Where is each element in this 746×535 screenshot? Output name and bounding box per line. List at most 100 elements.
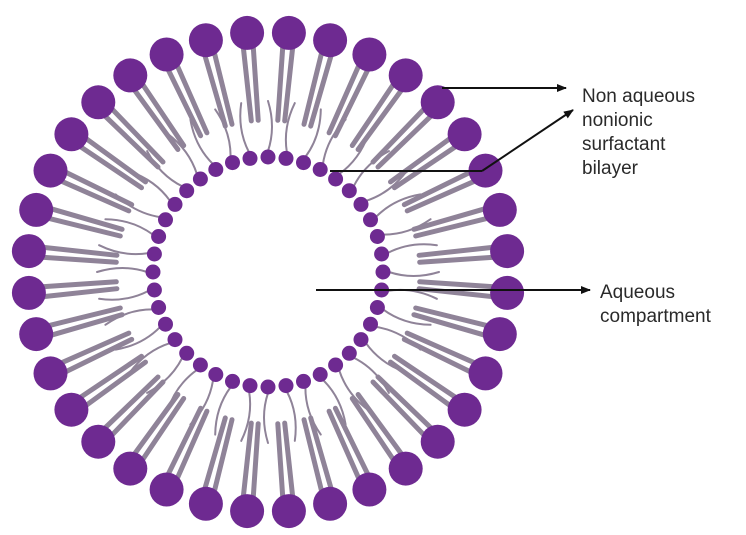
outer-tail bbox=[278, 44, 283, 120]
bilayer-label-line-1: Non aqueous bbox=[582, 85, 695, 109]
aqueous-label: Aqueous compartment bbox=[600, 281, 711, 329]
outer-head bbox=[189, 23, 223, 57]
inner-head bbox=[313, 367, 328, 382]
outer-head bbox=[189, 487, 223, 521]
aqueous-label-line-2: compartment bbox=[600, 305, 711, 329]
outer-head bbox=[150, 473, 184, 507]
outer-tail bbox=[420, 282, 496, 287]
inner-head bbox=[261, 380, 276, 395]
outer-tail bbox=[40, 282, 116, 287]
inner-head bbox=[342, 183, 357, 198]
outer-head bbox=[352, 473, 386, 507]
inner-head bbox=[296, 374, 311, 389]
outer-head bbox=[54, 117, 88, 151]
inner-head bbox=[328, 358, 343, 373]
inner-head bbox=[147, 247, 162, 262]
outer-head bbox=[19, 317, 53, 351]
outer-head bbox=[421, 85, 455, 119]
inner-tail bbox=[97, 268, 147, 272]
outer-head bbox=[483, 317, 517, 351]
inner-head bbox=[168, 197, 183, 212]
inner-head bbox=[279, 151, 294, 166]
inner-head bbox=[370, 229, 385, 244]
outer-head bbox=[389, 58, 423, 92]
inner-head bbox=[243, 151, 258, 166]
outer-head bbox=[421, 425, 455, 459]
outer-head bbox=[81, 85, 115, 119]
outer-tail bbox=[41, 289, 117, 297]
inner-tail bbox=[264, 393, 268, 443]
outer-tail bbox=[40, 257, 116, 262]
bilayer-label-line-2: nonionic bbox=[582, 109, 695, 133]
outer-head bbox=[352, 38, 386, 72]
inner-head bbox=[158, 317, 173, 332]
inner-head bbox=[179, 346, 194, 361]
inner-head bbox=[146, 265, 161, 280]
inner-head bbox=[151, 300, 166, 315]
inner-leaflet-heads bbox=[146, 150, 391, 395]
inner-head bbox=[354, 332, 369, 347]
inner-head bbox=[147, 283, 162, 298]
inner-head bbox=[208, 367, 223, 382]
inner-head bbox=[363, 317, 378, 332]
inner-tail bbox=[389, 272, 439, 276]
inner-head bbox=[225, 155, 240, 170]
inner-tail bbox=[354, 358, 389, 393]
inner-head bbox=[363, 212, 378, 227]
arrow-diagonal-to-label bbox=[482, 110, 573, 171]
inner-head bbox=[193, 172, 208, 187]
outer-head bbox=[313, 487, 347, 521]
inner-head bbox=[376, 265, 391, 280]
outer-head bbox=[389, 452, 423, 486]
inner-tail bbox=[147, 358, 182, 393]
bilayer-label-line-4: bilayer bbox=[582, 157, 695, 181]
outer-head bbox=[113, 452, 147, 486]
inner-head bbox=[208, 162, 223, 177]
inner-tail bbox=[147, 151, 182, 186]
outer-tail bbox=[419, 247, 495, 255]
bilayer-label: Non aqueous nonionic surfactant bilayer bbox=[582, 85, 695, 181]
inner-head bbox=[279, 378, 294, 393]
outer-head bbox=[81, 425, 115, 459]
inner-head bbox=[179, 183, 194, 198]
inner-head bbox=[158, 212, 173, 227]
outer-head bbox=[230, 16, 264, 50]
outer-leaflet-heads bbox=[12, 16, 524, 528]
outer-head bbox=[54, 393, 88, 427]
outer-tail bbox=[285, 423, 293, 499]
outer-head bbox=[150, 38, 184, 72]
inner-head bbox=[243, 378, 258, 393]
bilayer-label-line-3: surfactant bbox=[582, 133, 695, 157]
outer-head bbox=[12, 234, 46, 268]
outer-head bbox=[19, 193, 53, 227]
inner-head bbox=[151, 229, 166, 244]
inner-tail bbox=[268, 101, 272, 151]
outer-head bbox=[34, 154, 68, 188]
inner-head bbox=[370, 300, 385, 315]
inner-head bbox=[225, 374, 240, 389]
outer-tail bbox=[420, 257, 496, 262]
inner-head bbox=[328, 172, 343, 187]
outer-head bbox=[12, 276, 46, 310]
outer-head bbox=[313, 23, 347, 57]
inner-tail bbox=[354, 151, 389, 186]
outer-tail bbox=[278, 424, 283, 500]
outer-head bbox=[490, 234, 524, 268]
inner-head bbox=[342, 346, 357, 361]
outer-tail bbox=[243, 45, 251, 121]
outer-head bbox=[490, 276, 524, 310]
outer-head bbox=[469, 356, 503, 390]
inner-head bbox=[354, 197, 369, 212]
outer-head bbox=[448, 117, 482, 151]
outer-head bbox=[113, 58, 147, 92]
inner-head bbox=[168, 332, 183, 347]
inner-head bbox=[374, 247, 389, 262]
inner-head bbox=[193, 358, 208, 373]
inner-head bbox=[313, 162, 328, 177]
outer-head bbox=[272, 494, 306, 528]
outer-head bbox=[230, 494, 264, 528]
aqueous-label-line-1: Aqueous bbox=[600, 281, 711, 305]
inner-head bbox=[261, 150, 276, 165]
outer-head bbox=[483, 193, 517, 227]
